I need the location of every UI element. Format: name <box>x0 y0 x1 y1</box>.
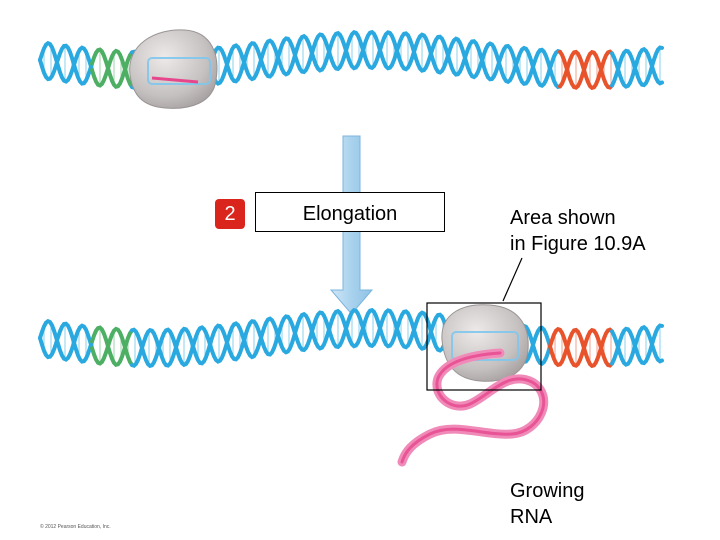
dna-strand <box>38 321 94 364</box>
dna-strand <box>90 326 134 367</box>
rna-polymerase-icon <box>129 29 218 109</box>
rna-polymerase-icon <box>441 304 529 382</box>
copyright-notice: © 2012 Pearson Education, Inc. <box>40 524 111 530</box>
rna-strand-icon <box>397 348 549 467</box>
rna-label-line-2: RNA <box>510 506 553 528</box>
area-shown-box <box>426 302 542 391</box>
stage-label-box: Elongation <box>255 192 445 232</box>
dna-strand <box>610 323 664 366</box>
dna-strand <box>90 48 134 89</box>
dna-strand <box>610 46 664 89</box>
area-shown-callout: Area shown in Figure 10.9A <box>510 205 646 257</box>
stage-label: Elongation <box>302 203 398 225</box>
dna-strand <box>610 324 664 367</box>
callout-leader-line <box>502 257 523 302</box>
dna-strand <box>548 326 614 368</box>
dna-strand <box>38 43 94 86</box>
callout-line-1: Area shown <box>510 207 616 229</box>
dna-helix-icon <box>38 307 664 369</box>
step-number-badge: 2 <box>215 199 245 229</box>
callout-line-2: in Figure 10.9A <box>510 233 646 255</box>
dna-strand <box>610 45 664 88</box>
rna-label-line-1: Growing <box>510 480 585 502</box>
dna-strand <box>558 49 614 91</box>
growing-rna-label: Growing RNA <box>510 478 584 530</box>
dna-strand <box>558 49 614 90</box>
dna-strand <box>38 318 94 362</box>
dna-strand <box>38 40 94 84</box>
